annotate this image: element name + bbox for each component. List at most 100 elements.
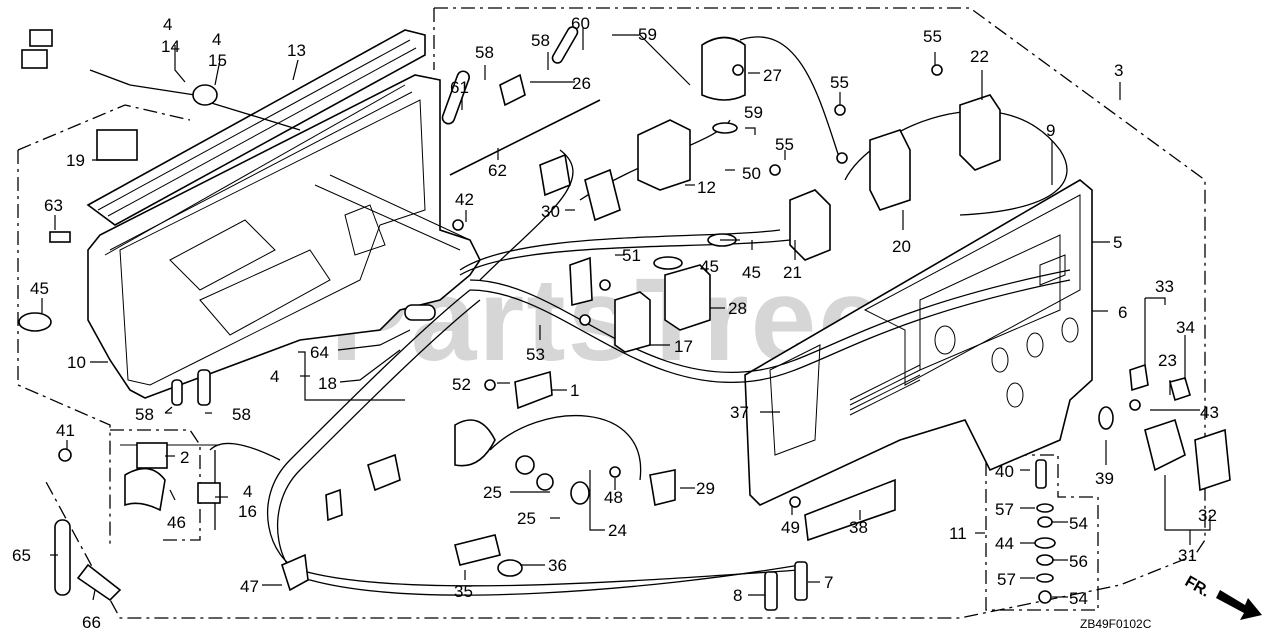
bushing-33: [1129, 363, 1149, 392]
outline-segment: [17, 150, 111, 545]
callout-54[interactable]: 54: [1069, 514, 1088, 533]
callout-52[interactable]: 52: [452, 375, 471, 394]
callout-45[interactable]: 45: [742, 263, 761, 282]
tube-66: [76, 563, 122, 602]
callout-54[interactable]: 54: [1069, 589, 1088, 608]
callout-2[interactable]: 2: [180, 448, 189, 467]
callout-28[interactable]: 28: [728, 299, 747, 318]
callout-25[interactable]: 25: [483, 483, 502, 502]
callout-55[interactable]: 55: [775, 135, 794, 154]
callout-40[interactable]: 40: [995, 462, 1014, 481]
callout-4[interactable]: 4: [243, 482, 252, 501]
callout-23[interactable]: 23: [1158, 351, 1177, 370]
callout-53[interactable]: 53: [526, 345, 545, 364]
callout-58[interactable]: 58: [232, 405, 251, 424]
callout-7[interactable]: 7: [824, 573, 833, 592]
callout-35[interactable]: 35: [454, 582, 473, 601]
callout-16[interactable]: 16: [238, 502, 257, 521]
outline-segment: [17, 104, 191, 151]
callout-55[interactable]: 55: [830, 73, 849, 92]
callout-14[interactable]: 14: [161, 37, 180, 56]
callout-29[interactable]: 29: [696, 479, 715, 498]
callout-1[interactable]: 1: [570, 381, 579, 400]
callout-12[interactable]: 12: [697, 178, 716, 197]
callout-18[interactable]: 18: [318, 374, 337, 393]
callout-24[interactable]: 24: [608, 521, 627, 540]
callout-39[interactable]: 39: [1095, 469, 1114, 488]
callout-50[interactable]: 50: [742, 164, 761, 183]
callout-59[interactable]: 59: [638, 25, 657, 44]
callout-4[interactable]: 4: [163, 15, 172, 34]
clamp-59: [712, 122, 738, 134]
callout-22[interactable]: 22: [970, 47, 989, 66]
callout-8[interactable]: 8: [733, 586, 742, 605]
control-box-housing: [87, 74, 481, 399]
callout-47[interactable]: 47: [240, 577, 259, 596]
callout-48[interactable]: 48: [604, 488, 623, 507]
callout-43[interactable]: 43: [1200, 403, 1219, 422]
callout-58[interactable]: 58: [531, 31, 550, 50]
callout-57[interactable]: 57: [995, 500, 1014, 519]
callout-21[interactable]: 21: [783, 263, 802, 282]
callout-49[interactable]: 49: [781, 518, 800, 537]
callout-13[interactable]: 13: [287, 41, 306, 60]
callout-26[interactable]: 26: [572, 74, 591, 93]
callout-31[interactable]: 31: [1178, 546, 1197, 565]
tube-62: [449, 99, 601, 176]
callout-27[interactable]: 27: [763, 66, 782, 85]
fr-label: FR.: [1182, 573, 1213, 601]
grommet-16: [197, 482, 221, 504]
callout-20[interactable]: 20: [892, 237, 911, 256]
callout-64[interactable]: 64: [310, 343, 329, 362]
callout-51[interactable]: 51: [622, 246, 641, 265]
callout-37[interactable]: 37: [730, 403, 749, 422]
callout-63[interactable]: 63: [44, 196, 63, 215]
callout-58[interactable]: 58: [475, 43, 494, 62]
callout-58[interactable]: 58: [135, 405, 154, 424]
callout-labels: 4 14 4 15 13 19 63 45 10 58 58 41 2 46 4…: [12, 14, 1219, 632]
connector-14: [29, 29, 53, 47]
callout-10[interactable]: 10: [67, 353, 86, 372]
callout-45[interactable]: 45: [700, 257, 719, 276]
callout-41[interactable]: 41: [56, 421, 75, 440]
panel-frame: [86, 29, 426, 226]
callout-25[interactable]: 25: [517, 509, 536, 528]
callout-11[interactable]: 11: [949, 524, 967, 543]
callout-55[interactable]: 55: [923, 27, 942, 46]
callout-42[interactable]: 42: [455, 190, 474, 209]
callout-62[interactable]: 62: [488, 161, 507, 180]
relay-28: [664, 264, 711, 331]
callout-66[interactable]: 66: [82, 613, 101, 632]
callout-44[interactable]: 44: [995, 534, 1014, 553]
connector-19: [96, 129, 138, 161]
callout-60[interactable]: 60: [571, 14, 590, 33]
callout-3[interactable]: 3: [1114, 61, 1123, 80]
callout-32[interactable]: 32: [1198, 506, 1217, 525]
receptacle-22: [959, 94, 1001, 171]
callout-34[interactable]: 34: [1176, 318, 1195, 337]
callout-36[interactable]: 36: [548, 556, 567, 575]
receptacle-21: [789, 189, 831, 261]
callout-9[interactable]: 9: [1046, 121, 1055, 140]
callout-19[interactable]: 19: [66, 151, 85, 170]
callout-59[interactable]: 59: [744, 103, 763, 122]
callout-46[interactable]: 46: [167, 513, 186, 532]
callout-65[interactable]: 65: [12, 546, 31, 565]
callout-33[interactable]: 33: [1155, 277, 1174, 296]
callout-15[interactable]: 15: [208, 51, 227, 70]
callout-30[interactable]: 30: [541, 202, 560, 221]
callout-57[interactable]: 57: [997, 570, 1016, 589]
callout-56[interactable]: 56: [1069, 552, 1088, 571]
callout-38[interactable]: 38: [849, 518, 868, 537]
callout-4[interactable]: 4: [270, 367, 279, 386]
callout-6[interactable]: 6: [1118, 303, 1127, 322]
callout-4[interactable]: 4: [212, 30, 221, 49]
leader-lines: [41, 28, 1211, 601]
clip-36: [497, 559, 523, 577]
callout-17[interactable]: 17: [674, 337, 693, 356]
part-glyphs: [18, 26, 1231, 611]
callout-5[interactable]: 5: [1113, 233, 1122, 252]
unit-12: [637, 119, 691, 191]
callout-45[interactable]: 45: [30, 279, 49, 298]
callout-61[interactable]: 61: [450, 78, 469, 97]
